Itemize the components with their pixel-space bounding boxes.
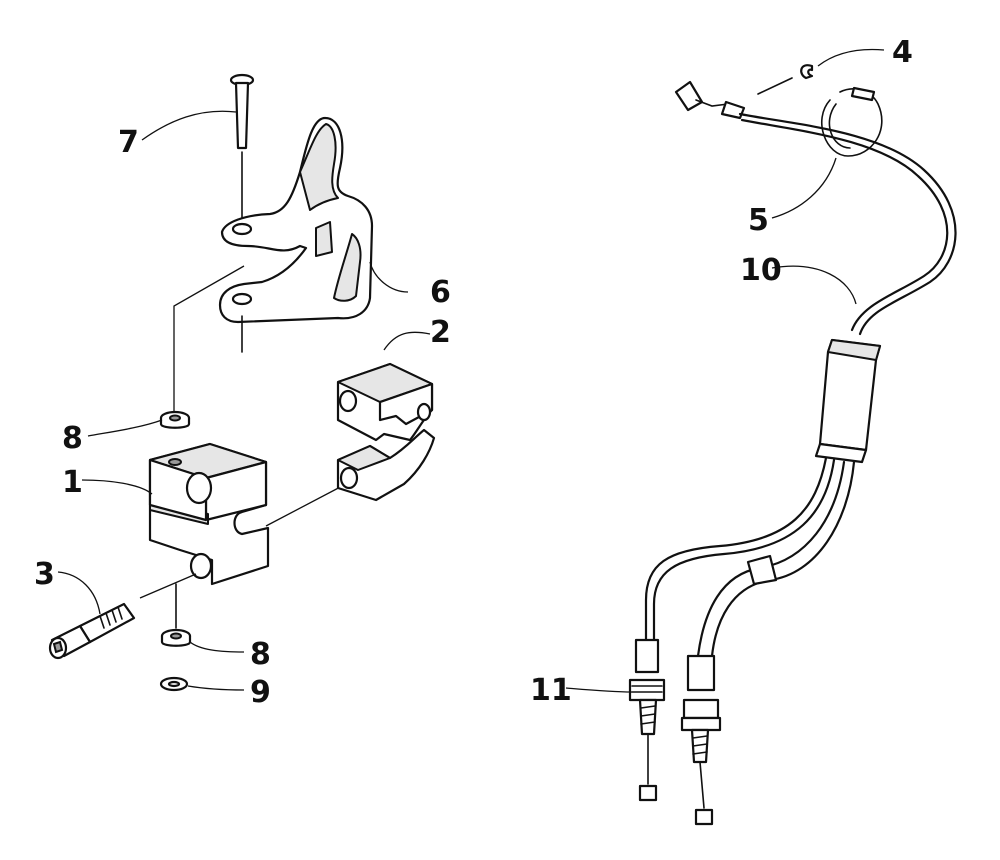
part-8-bushing-upper [159,410,191,429]
part-11-adjuster-right [680,654,722,826]
part-5-cable-tie [820,86,883,157]
callout-8-lower: 8 [250,637,271,672]
part-6-lever [218,116,374,353]
callout-2: 2 [430,315,451,350]
callout-1: 1 [62,465,83,500]
part-4-clip [757,64,814,95]
callout-4: 4 [892,35,913,70]
part-3-screw [48,573,197,660]
callout-11: 11 [530,673,572,708]
part-11-adjuster-left [628,638,666,802]
part-10-cable [628,80,957,826]
callout-6: 6 [430,275,451,310]
callout-5: 5 [748,203,769,238]
part-9-washer [159,676,189,692]
part-2-clamp [336,362,436,502]
callout-7: 7 [118,125,139,160]
callout-3: 3 [34,557,55,592]
callout-8-upper: 8 [62,421,83,456]
part-1-block [148,442,270,586]
part-7-pin [229,73,255,223]
callout-9: 9 [250,675,271,710]
part-8-bushing-lower [160,628,192,647]
callout-10: 10 [740,253,782,288]
